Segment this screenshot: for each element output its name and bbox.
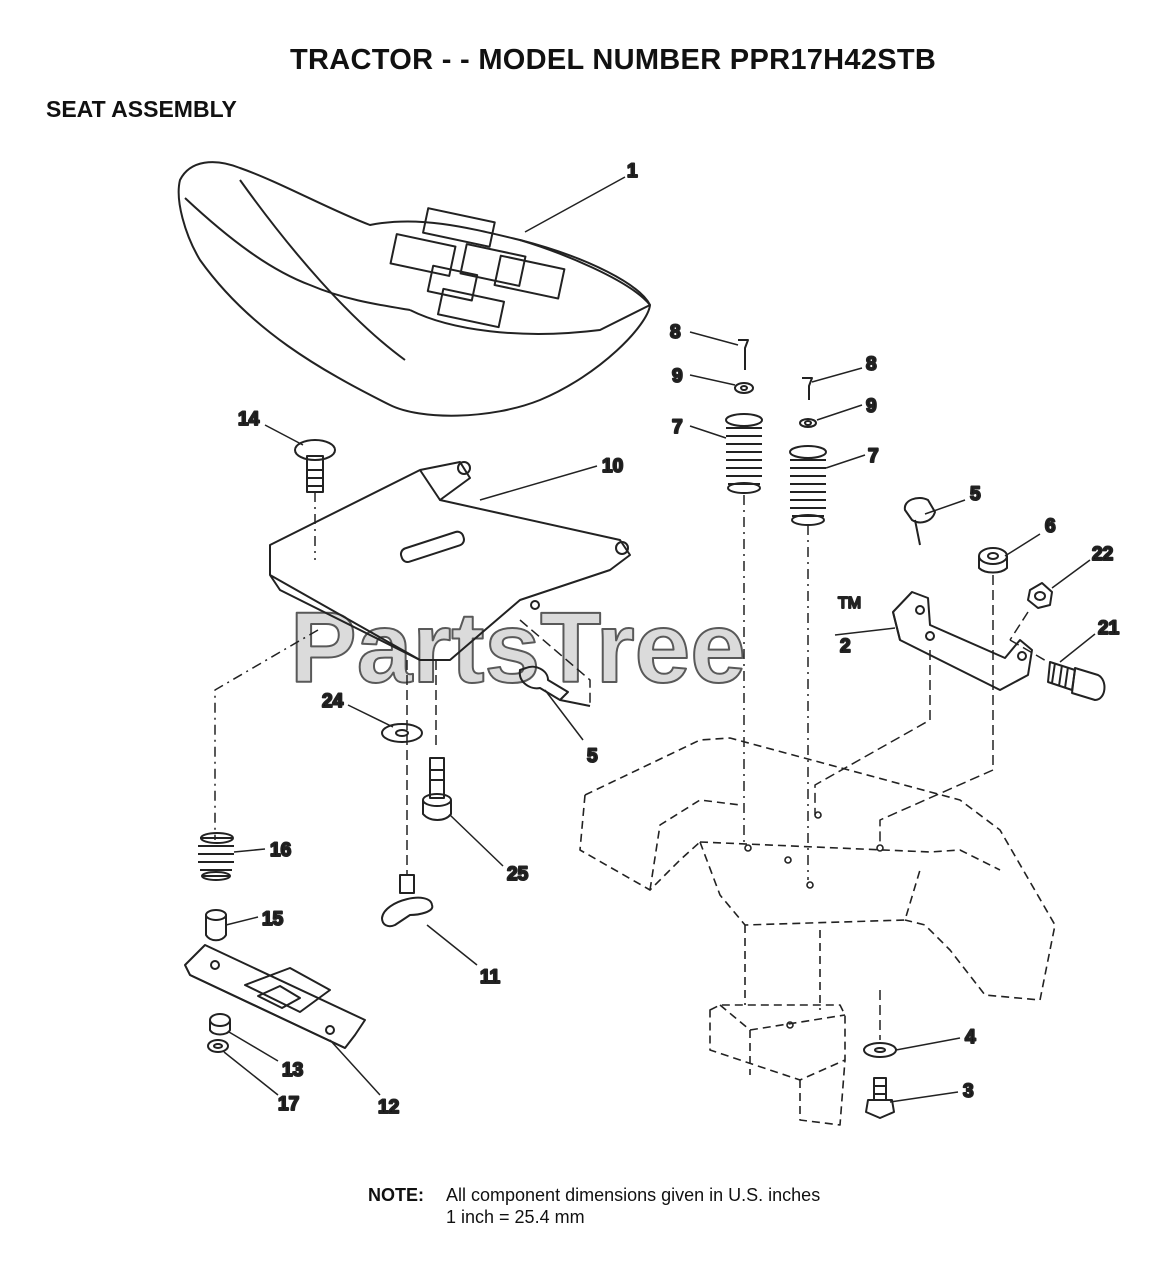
callout-1: 1 [627, 161, 638, 182]
callout-7-left: 7 [672, 417, 683, 438]
leader-lines [223, 176, 1096, 1103]
part-16-spring [198, 832, 234, 881]
callout-9-left: 9 [672, 366, 683, 387]
part-25-shoulder-bolt [422, 757, 452, 821]
part-9-washer-left [734, 382, 754, 394]
callout-5-right: 5 [970, 484, 981, 505]
part-13-nut [209, 1013, 231, 1036]
callout-24: 24 [322, 691, 344, 712]
page-title: TRACTOR - - MODEL NUMBER PPR17H42STB [290, 44, 937, 76]
part-17-nut [207, 1039, 229, 1053]
callout-21: 21 [1098, 618, 1120, 639]
section-title: SEAT ASSEMBLY [46, 96, 237, 122]
callout-5-left: 5 [587, 746, 598, 767]
part-2-bracket [892, 591, 1033, 691]
callout-22: 22 [1092, 544, 1113, 565]
callout-25: 25 [507, 864, 529, 885]
callout-16: 16 [270, 840, 291, 861]
callout-15: 15 [262, 909, 284, 930]
callout-4: 4 [965, 1027, 976, 1048]
part-15-spacer [205, 909, 227, 942]
part-24-washer [381, 723, 423, 743]
callout-10: 10 [602, 456, 623, 477]
callout-17: 17 [278, 1094, 299, 1115]
callout-8-right: 8 [866, 354, 877, 375]
callout-2: 2 [840, 636, 851, 657]
part-12-adjustment-plate [184, 944, 366, 1049]
callout-3: 3 [963, 1081, 974, 1102]
watermark-trademark: TM [838, 595, 861, 612]
callout-12: 12 [378, 1097, 399, 1118]
part-7-spring-right [789, 445, 827, 526]
part-3-bolt [865, 1077, 895, 1119]
part-7-spring-left [725, 413, 763, 494]
callout-13: 13 [282, 1060, 303, 1081]
part-5-clip-right [903, 497, 936, 546]
part-5-clip-left [518, 665, 591, 707]
part-8-pin-left [738, 339, 749, 370]
tractor-frame-phantom [579, 737, 1056, 1126]
part-22-nut [1027, 582, 1053, 609]
part-8-pin-right [802, 377, 813, 400]
part-10-seat-pan [269, 461, 631, 661]
dimensions-note: NOTE: All component dimensions given in U… [368, 1184, 820, 1228]
callout-11: 11 [480, 967, 501, 988]
part-4-washer [863, 1042, 897, 1058]
callout-9-right: 9 [866, 396, 877, 417]
part-9-washer-right [799, 418, 817, 428]
watermark: PartsTree [290, 592, 746, 704]
note-line-1: All component dimensions given in U.S. i… [446, 1185, 821, 1205]
callout-14: 14 [238, 409, 260, 430]
part-6-lock-nut [978, 547, 1008, 574]
callout-8-left: 8 [670, 322, 681, 343]
part-14-carriage-bolt [294, 439, 336, 493]
part-11-knob [381, 874, 434, 928]
callout-6: 6 [1045, 516, 1056, 537]
note-line-2: 1 inch = 25.4 mm [446, 1207, 585, 1227]
seat-cushion [177, 161, 651, 417]
callout-7-right: 7 [868, 446, 879, 467]
note-label: NOTE: [368, 1185, 424, 1205]
part-21-shoulder-bolt [1047, 661, 1106, 701]
